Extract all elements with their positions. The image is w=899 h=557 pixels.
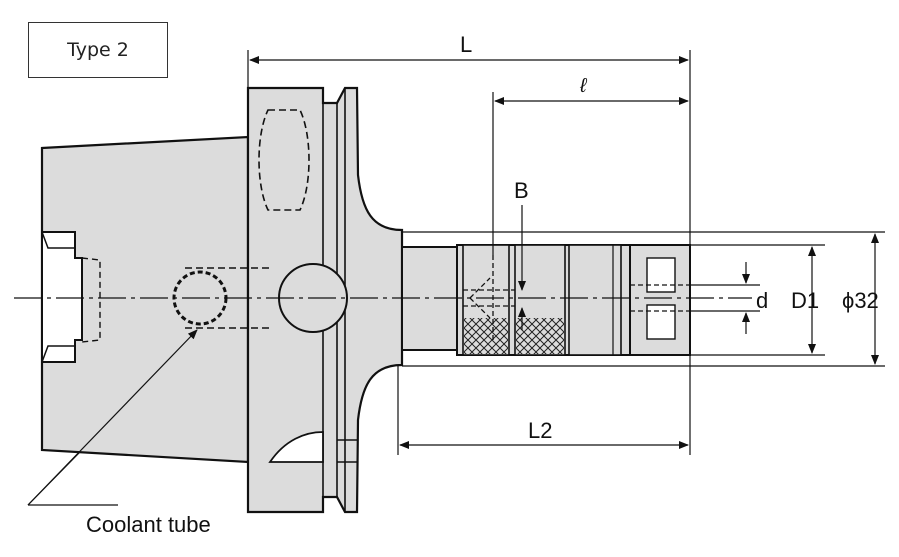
dim-d-label: d: [756, 288, 768, 313]
type-label-box: Type 2: [28, 22, 168, 78]
drive-slot: [41, 231, 83, 363]
slot-chamfer-bottom: [41, 345, 75, 363]
knurl-hatch-1: [464, 318, 508, 354]
nut-ring: [568, 244, 622, 356]
keyway-hidden: [258, 109, 310, 211]
coolant-tube-label: Coolant tube: [86, 512, 211, 537]
flange-notch: [268, 431, 324, 463]
dim-d1-label: D1: [791, 288, 819, 313]
dim-b-label: B: [514, 178, 529, 203]
slot-chamfer-top: [41, 231, 75, 249]
collet-slot-top: [646, 257, 676, 293]
coolant-bore-hidden: [185, 267, 270, 329]
dim-l2-label: L2: [528, 418, 552, 443]
dim-l-label: L: [460, 32, 472, 57]
type-label: Type 2: [67, 39, 129, 61]
dim-outer-label: ϕ32: [842, 288, 879, 313]
coolant-leader-3: [27, 451, 81, 506]
dim-ell-label: ℓ: [579, 75, 588, 97]
knurl-hatch-2: [516, 318, 564, 354]
collet-slot-bottom: [646, 304, 676, 340]
